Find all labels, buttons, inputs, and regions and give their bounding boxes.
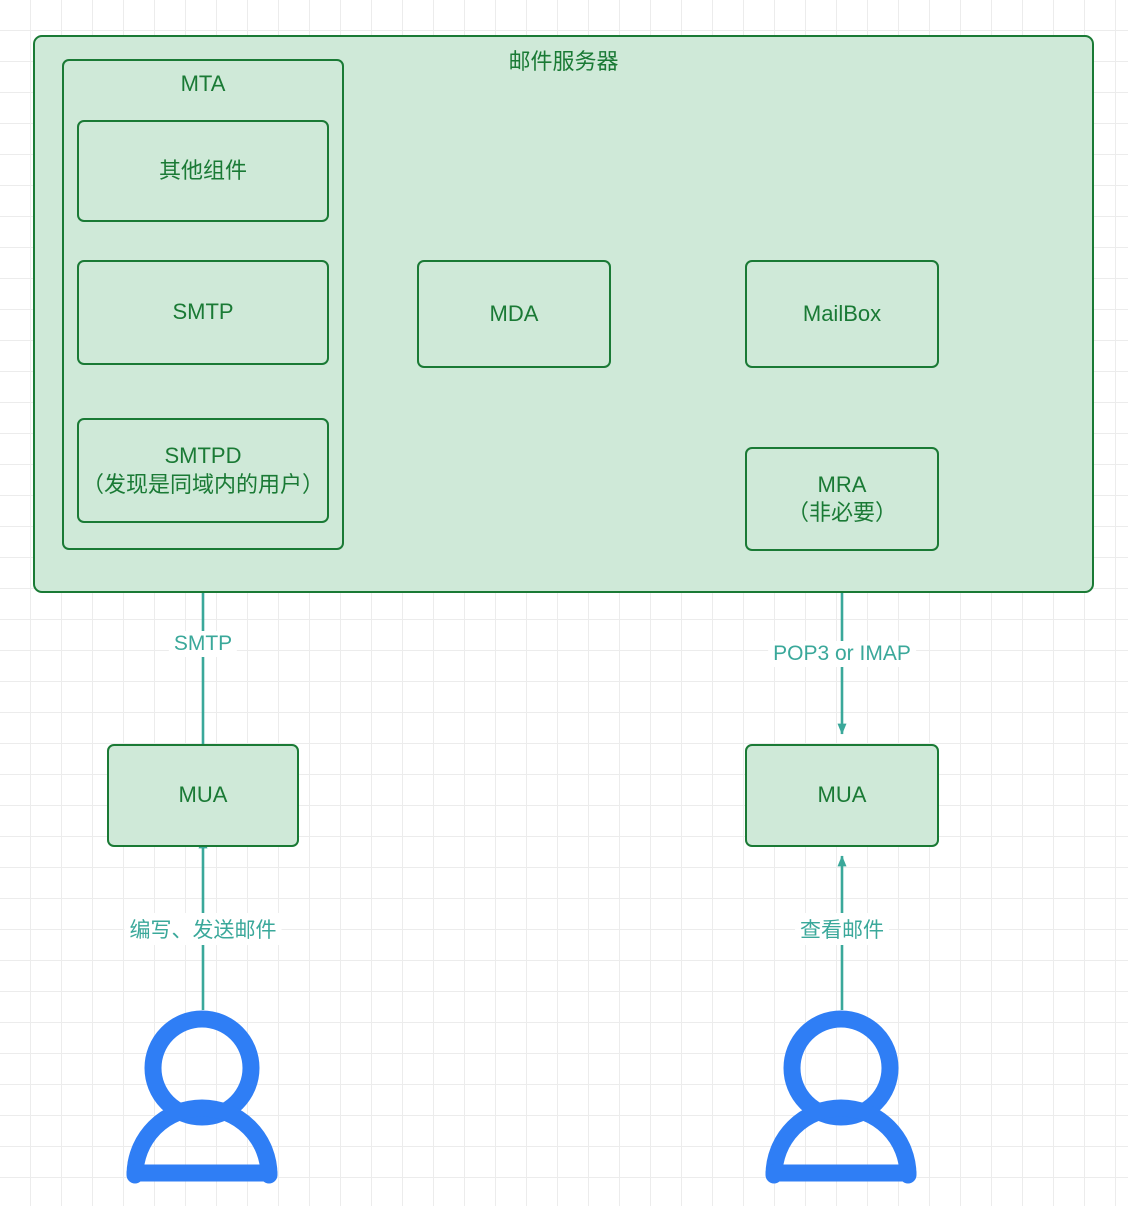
node-mda[interactable]: MDA [417, 260, 611, 368]
node-smtpd[interactable]: SMTPD （发现是同域内的用户） [77, 418, 329, 523]
edge-label-view-mail: 查看邮件 [795, 913, 889, 945]
node-mra[interactable]: MRA （非必要） [745, 447, 939, 551]
node-other-components[interactable]: 其他组件 [77, 120, 329, 222]
user-person-icon [126, 1010, 278, 1184]
edge-label-smtp: SMTP [168, 631, 238, 657]
user-person-icon [765, 1010, 917, 1184]
node-mua-receiver[interactable]: MUA [745, 744, 939, 847]
node-mua-sender[interactable]: MUA [107, 744, 299, 847]
node-mailbox[interactable]: MailBox [745, 260, 939, 368]
node-smtp[interactable]: SMTP [77, 260, 329, 365]
edge-label-pop3-imap: POP3 or IMAP [768, 641, 916, 667]
edge-label-compose-send: 编写、发送邮件 [124, 913, 282, 945]
